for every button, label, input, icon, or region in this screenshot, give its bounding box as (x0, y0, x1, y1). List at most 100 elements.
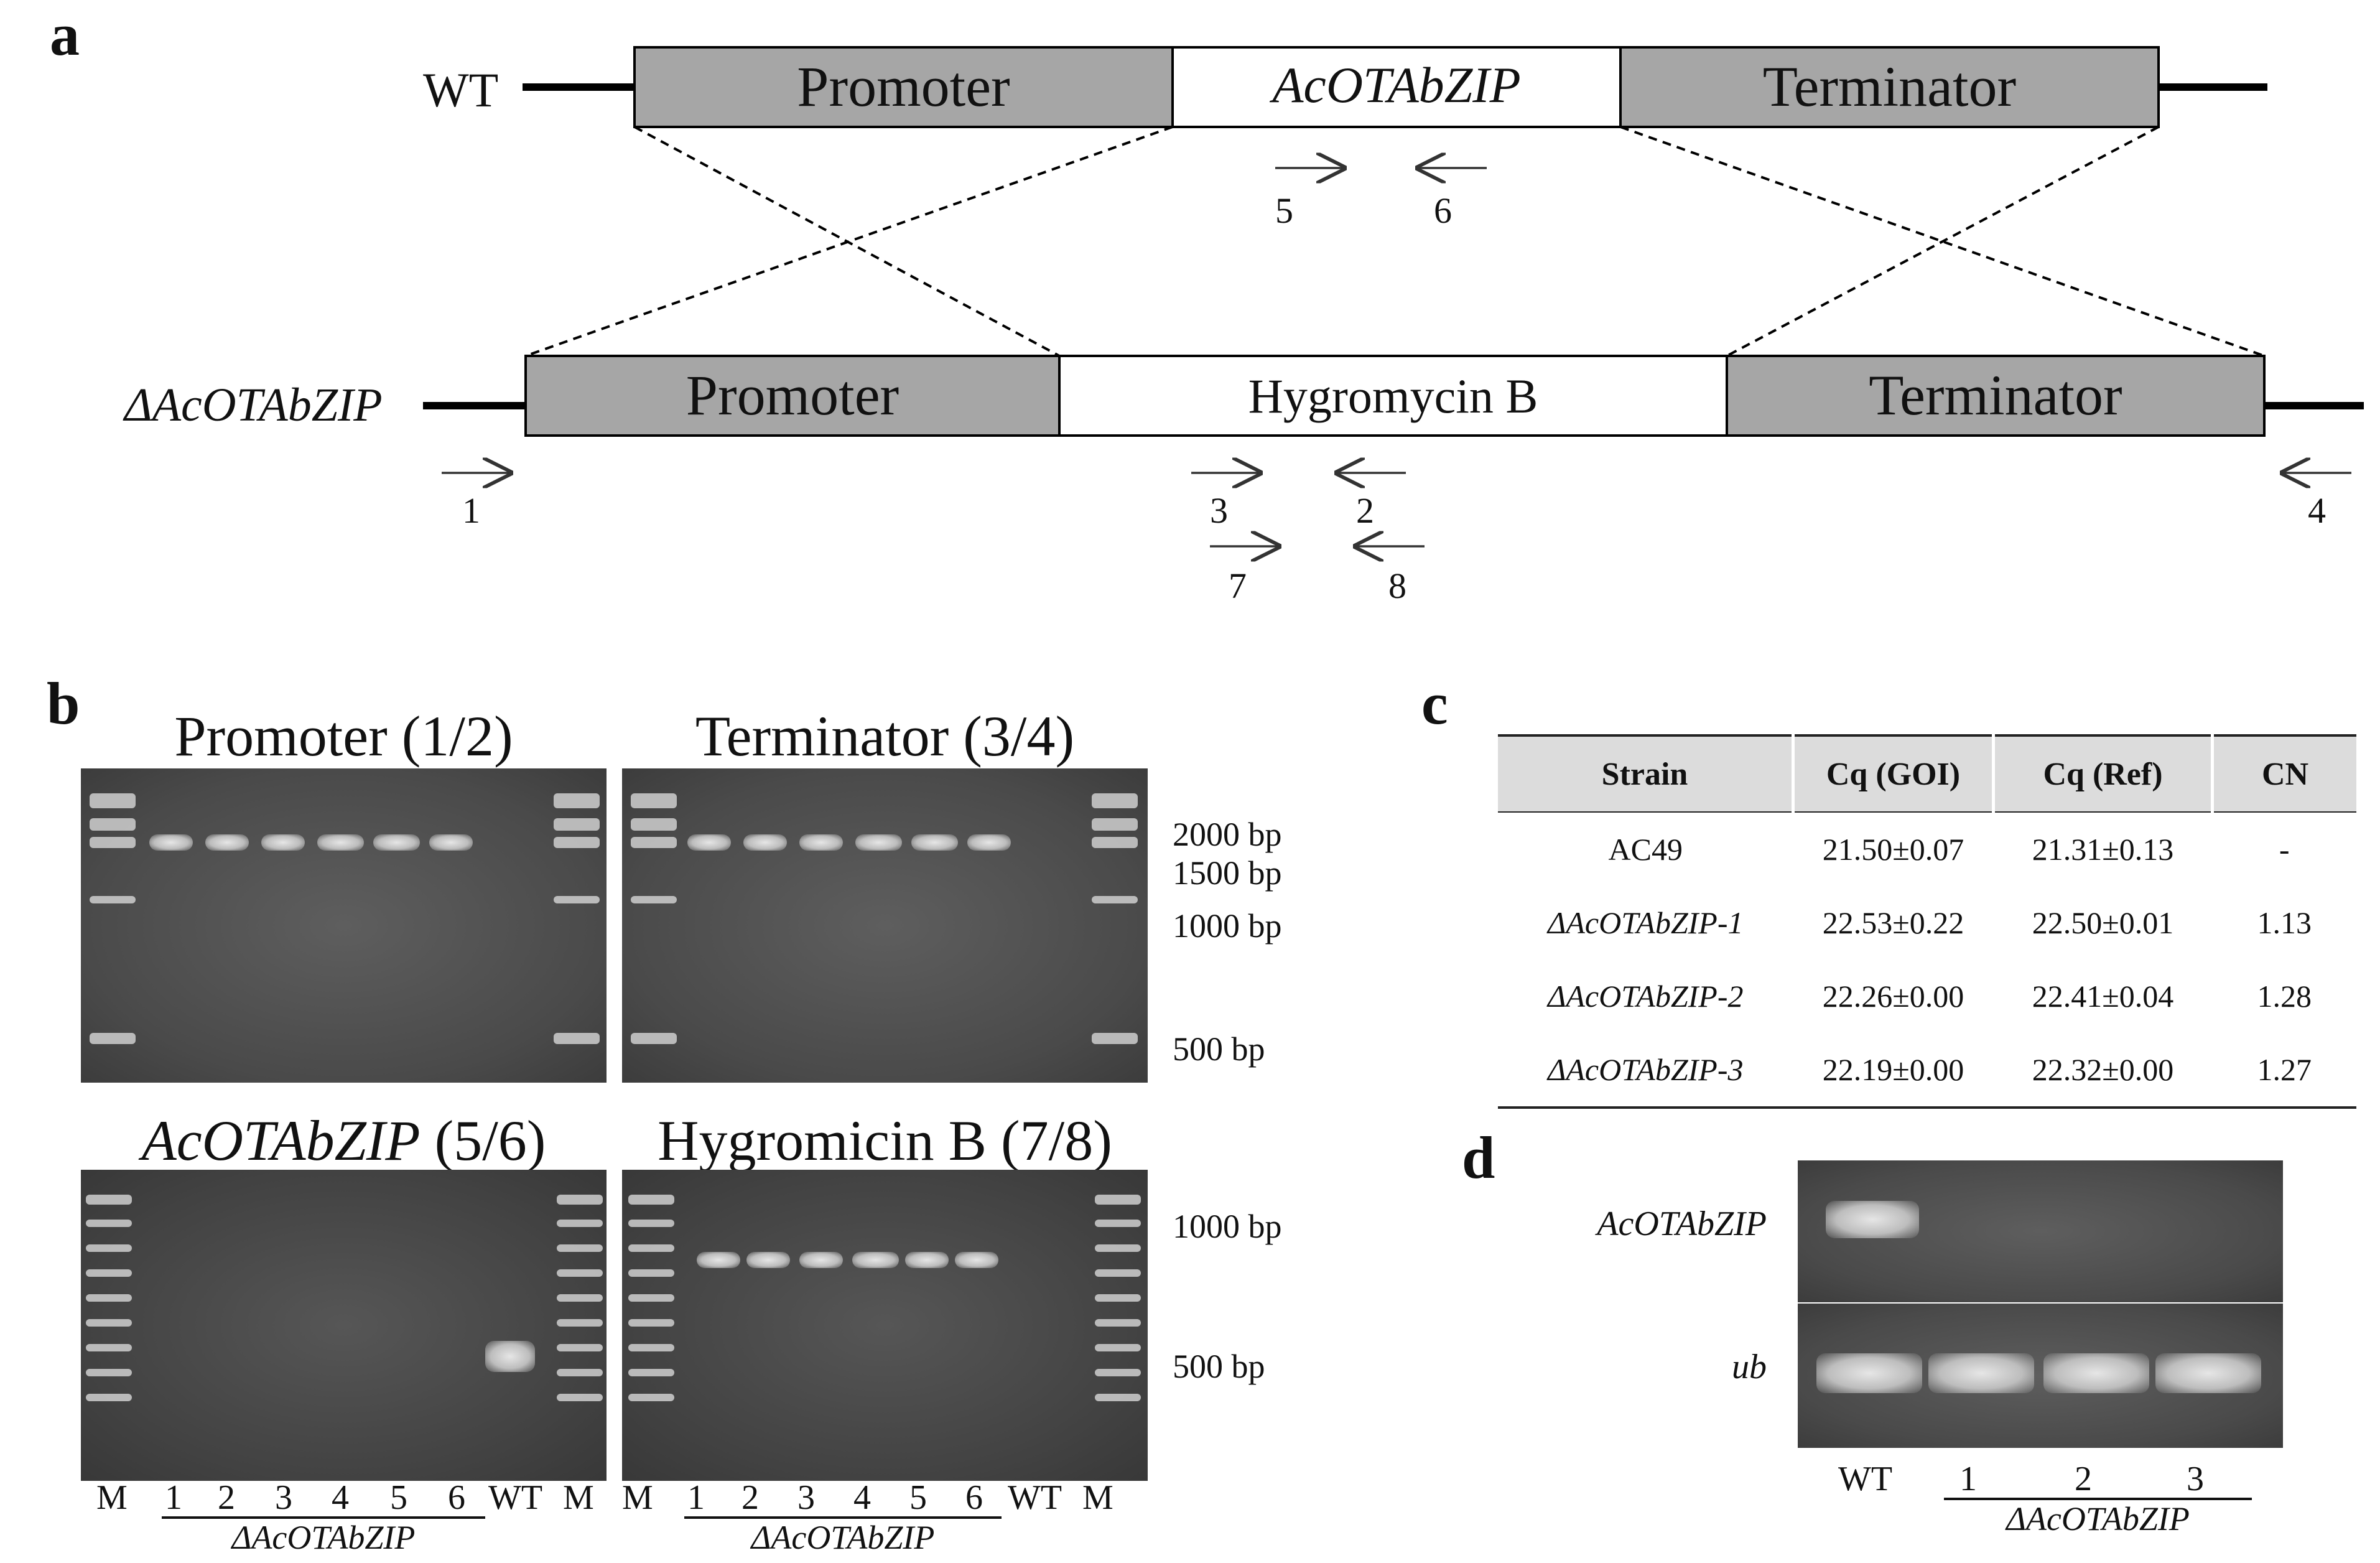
primer-5-label: 5 (1275, 190, 1293, 231)
lane-label: 3 (2187, 1460, 2204, 1498)
band (799, 834, 843, 851)
cell-cq-ref: 22.50±0.01 (2032, 905, 2174, 940)
recombination-lines (525, 126, 2265, 357)
lane-label: 5 (909, 1478, 927, 1517)
size-marker-2000: 2000 bp (1173, 816, 1282, 853)
gel-promoter (81, 768, 607, 1083)
cell-cq-goi: 22.19±0.00 (1793, 1033, 1994, 1109)
header-cq-ref: Cq (Ref) (1992, 734, 2213, 813)
gel-hyg (622, 1170, 1148, 1481)
copy-number-table: Strain Cq (GOI) Cq (Ref) CN AC49 21.50±0… (1498, 734, 2356, 1109)
band (205, 834, 249, 851)
wt-promoter-text: Promoter (797, 55, 1010, 118)
ladder-right (554, 768, 600, 1083)
cell-strain: ΔAcOTAbZIP-3 (1498, 1033, 1793, 1109)
ladder-left (86, 1170, 132, 1481)
wt-gene-text: AcOTAbZIP (1272, 57, 1521, 113)
cell-strain: ΔAcOTAbZIP-1 (1548, 905, 1744, 940)
mutant-terminator-text: Terminator (1869, 363, 2122, 427)
table-row: AC49 21.50±0.07 21.31±0.13 - (1498, 812, 2356, 886)
band-ub (1816, 1353, 1922, 1393)
row-label-ub: ub (1732, 1348, 1767, 1386)
band-wt (1826, 1201, 1919, 1238)
wt-terminator-text: Terminator (1762, 55, 2017, 118)
lane-label: WT (1838, 1460, 1893, 1498)
band-ub (2155, 1353, 2261, 1393)
panel-b-label: b (47, 670, 80, 737)
wt-terminator-box (1619, 46, 2160, 128)
wt-gene-box (1171, 46, 1622, 128)
lane-label: 4 (332, 1478, 349, 1517)
lane-label: 1 (165, 1478, 182, 1517)
gel-promoter-title: Promoter (1/2) (174, 704, 513, 768)
mutant-label: ΔAcOTAbZIP (124, 379, 383, 431)
band (429, 834, 473, 851)
cell-cn: 1.28 (2257, 979, 2312, 1014)
lane-label: 3 (797, 1478, 815, 1517)
ladder-right (1092, 768, 1138, 1083)
band (967, 834, 1011, 851)
size-marker-1000-b: 1000 bp (1173, 1208, 1282, 1245)
gel-gene-title-gene: AcOTAbZIP (141, 1109, 421, 1172)
wt-promoter-box (633, 46, 1174, 128)
cell-cq-goi: 21.50±0.07 (1822, 832, 1964, 867)
panel-d-label: d (1462, 1124, 1495, 1191)
band-wt (485, 1341, 535, 1372)
gel-terminator (622, 768, 1148, 1083)
ladder-left (631, 768, 677, 1083)
cell-strain: AC49 (1608, 832, 1683, 867)
mutant-marker-text: Hygromycin B (1248, 369, 1538, 423)
lane-label: M (563, 1478, 594, 1517)
size-marker-1000: 1000 bp (1173, 907, 1282, 945)
lane-label: 6 (448, 1478, 465, 1517)
lane-label: 2 (741, 1478, 759, 1517)
lane-label: M (1082, 1478, 1113, 1517)
table-row: ΔAcOTAbZIP-2 22.26±0.00 22.41±0.04 1.28 (1498, 959, 2356, 1033)
group-label-d: ΔAcOTAbZIP (2006, 1500, 2190, 1537)
primer-7-label: 7 (1229, 566, 1247, 606)
lane-label: 1 (1959, 1460, 1977, 1498)
band (799, 1252, 843, 1268)
primer-4-label: 4 (2308, 490, 2326, 531)
group-underline-right (684, 1516, 1002, 1519)
ladder-left (90, 768, 136, 1083)
gel-hyg-title: Hygromicin B (7/8) (658, 1109, 1112, 1172)
mutant-marker-box (1058, 355, 1728, 437)
band (261, 834, 305, 851)
band (697, 1252, 740, 1268)
primer-8-label: 8 (1388, 566, 1406, 606)
row-label-gene: AcOTAbZIP (1597, 1205, 1767, 1243)
primer-6-label: 6 (1434, 190, 1452, 231)
band (373, 834, 420, 851)
ladder-right (1095, 1170, 1141, 1481)
header-cq-goi: Cq (GOI) (1792, 734, 1994, 813)
band (746, 1252, 790, 1268)
band-ub (1928, 1353, 2034, 1393)
rtpcr-gel-ub (1798, 1304, 2283, 1448)
lane-label: 2 (218, 1478, 235, 1517)
group-underline-left (162, 1516, 485, 1519)
header-strain: Strain (1498, 734, 1793, 813)
band (743, 834, 787, 851)
size-marker-500-b: 500 bp (1173, 1348, 1265, 1385)
rtpcr-gel-gene (1798, 1160, 2283, 1302)
gel-gene-title-primers: (5/6) (420, 1109, 546, 1172)
primer-1-label: 1 (462, 490, 480, 531)
lane-label: M (96, 1478, 128, 1517)
band (911, 834, 958, 851)
band (852, 1252, 899, 1268)
primer-2-label: 2 (1356, 490, 1374, 531)
cell-cq-ref: 22.32±0.00 (1993, 1033, 2213, 1109)
gel-terminator-title: Terminator (3/4) (695, 704, 1075, 768)
band (687, 834, 731, 851)
gel-gene (81, 1170, 607, 1481)
band (955, 1252, 998, 1268)
size-marker-500: 500 bp (1173, 1030, 1265, 1068)
panel-c-label: c (1421, 670, 1448, 737)
cell-cn: 1.27 (2212, 1033, 2356, 1109)
cell-strain: ΔAcOTAbZIP-2 (1548, 979, 1744, 1014)
table-row: ΔAcOTAbZIP-3 22.19±0.00 22.32±0.00 1.27 (1498, 1033, 2356, 1109)
cell-cn: 1.13 (2257, 905, 2312, 940)
ladder-right (557, 1170, 603, 1481)
mutant-terminator-box (1726, 355, 2266, 437)
